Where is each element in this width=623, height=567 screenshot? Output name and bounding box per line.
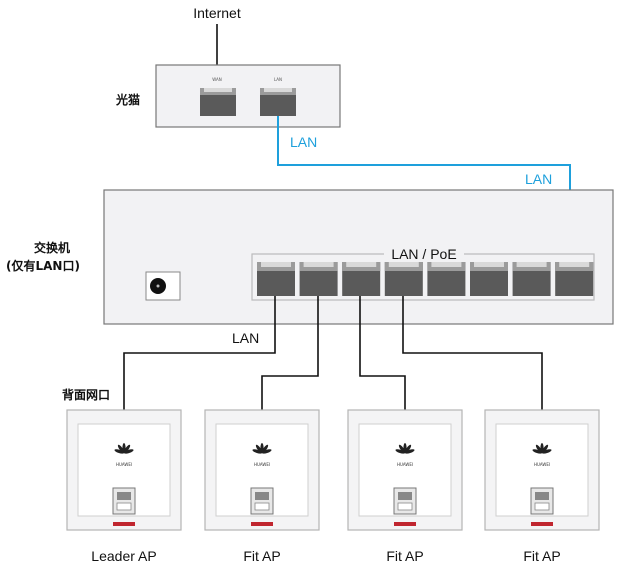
switch-port-4 (384, 262, 423, 296)
switch-port-3 (342, 262, 381, 296)
ap-label: Fit AP (243, 548, 280, 564)
huawei-logo-icon (114, 443, 134, 454)
leader-link-label: LAN (232, 330, 259, 346)
ap-brand: HUAWEI (116, 462, 132, 467)
modem-lan-link-label: LAN (290, 134, 317, 150)
ap-ethernet-port (393, 487, 417, 515)
access-point-4: HUAWEI Fit AP (484, 409, 600, 564)
cable-fit-ap-3 (402, 296, 543, 410)
huawei-logo-icon (252, 443, 272, 454)
switch-uplink-label: LAN (525, 171, 552, 187)
modem-label: 光猫 (115, 92, 140, 107)
lan-poe-label: LAN / PoE (391, 246, 456, 262)
modem-device: WAN LAN (155, 64, 341, 128)
cable-leader-ap (123, 296, 276, 410)
switch-port-1 (257, 262, 295, 296)
ap-brand: HUAWEI (397, 462, 413, 467)
switch-port-8 (555, 262, 594, 296)
switch-port-2 (299, 262, 338, 296)
access-point-2: HUAWEI Fit AP (204, 409, 320, 564)
switch-port-7 (512, 262, 551, 296)
ap-label: Leader AP (91, 548, 156, 564)
switch-label-line2: (仅有LAN口) (6, 258, 80, 273)
switch-port-6 (470, 262, 508, 296)
switch-label-line1: 交换机 (34, 240, 70, 255)
access-point-1: HUAWEI Leader AP (66, 409, 182, 564)
ap-status-strip (394, 522, 416, 526)
ap-status-strip (251, 522, 273, 526)
ap-ethernet-port (112, 487, 136, 515)
ap-label: Fit AP (523, 548, 560, 564)
cable-fit-ap-1 (261, 296, 319, 410)
switch-port-row (257, 262, 594, 296)
modem-lan-port: LAN (260, 77, 296, 116)
lan-port-label: LAN (274, 77, 282, 82)
switch-port-5 (427, 262, 466, 296)
access-point-3: HUAWEI Fit AP (347, 409, 463, 564)
ap-label: Fit AP (386, 548, 423, 564)
huawei-logo-icon (395, 443, 415, 454)
internet-label: Internet (193, 5, 241, 21)
wan-port-label: WAN (212, 77, 221, 82)
switch-device: LAN / PoE (103, 189, 614, 325)
ap-ethernet-port (530, 487, 554, 515)
ap-status-strip (113, 522, 135, 526)
ap-brand: HUAWEI (254, 462, 270, 467)
ap-status-strip (531, 522, 553, 526)
huawei-logo-icon (532, 443, 552, 454)
ap-brand: HUAWEI (534, 462, 550, 467)
ap-ethernet-port (250, 487, 274, 515)
ap-back-port-label: 背面网口 (62, 387, 110, 402)
modem-wan-port: WAN (200, 77, 236, 116)
cable-fit-ap-2 (359, 296, 406, 410)
